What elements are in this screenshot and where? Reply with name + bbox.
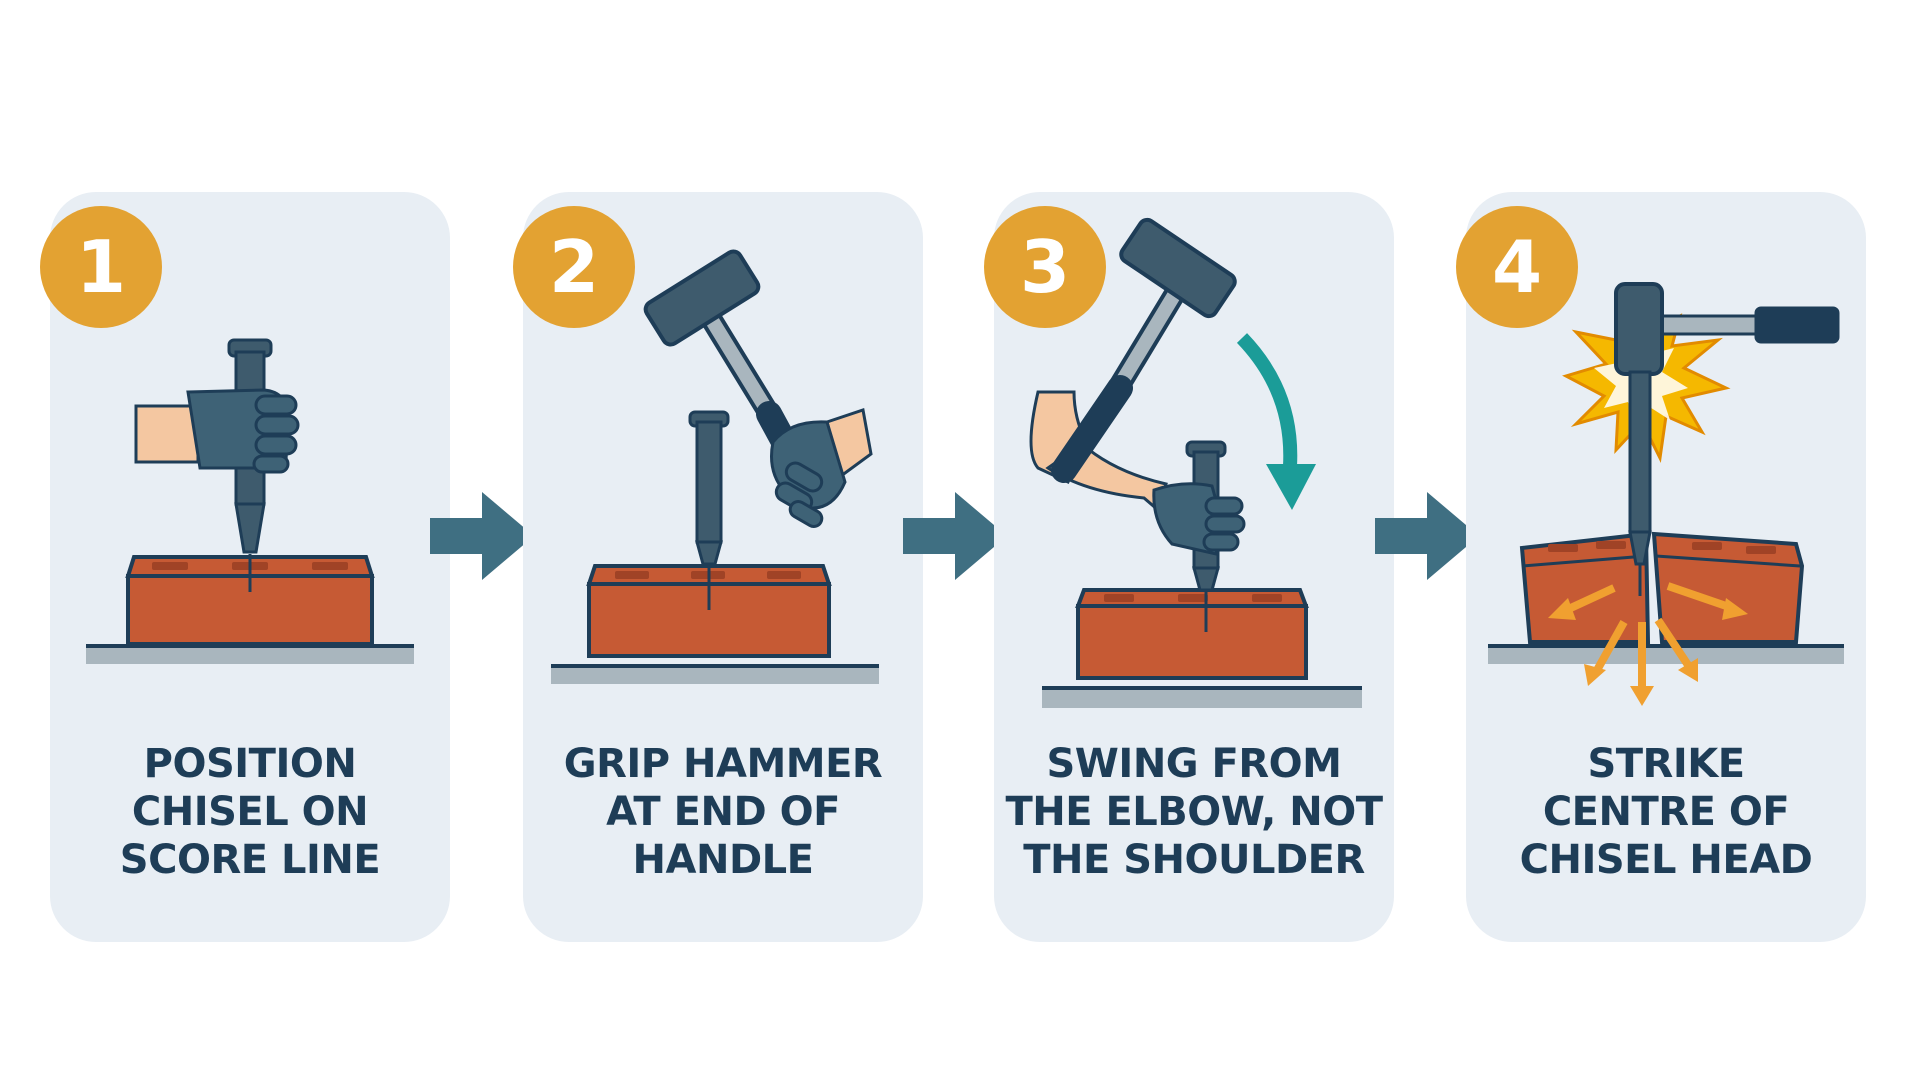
step-caption: GRIP HAMMER AT END OF HANDLE xyxy=(523,740,923,884)
ground-slab xyxy=(551,664,879,684)
step-card-3: 3 SWING FROM THE ELBOW, NOT THE SHOULDER xyxy=(984,192,1394,942)
step-3-illustration xyxy=(1029,217,1362,708)
step-number-badge: 4 xyxy=(1456,206,1578,328)
brick-icon xyxy=(586,564,832,658)
brick-icon xyxy=(1075,588,1309,680)
chisel-icon xyxy=(1628,370,1652,596)
caption-line: SWING FROM xyxy=(1046,741,1342,787)
step-number-badge: 3 xyxy=(984,206,1106,328)
caption-line: GRIP HAMMER xyxy=(563,741,883,787)
gloved-hand-icon xyxy=(1152,482,1246,556)
gloved-hand-icon xyxy=(134,388,300,474)
step-2-illustration xyxy=(551,249,879,684)
step-number-badge: 1 xyxy=(40,206,162,328)
step-card-1: 1 POSITION CHISEL ON SCORE LINE xyxy=(40,192,450,942)
hammer-icon xyxy=(1051,217,1237,483)
caption-line: CHISEL HEAD xyxy=(1519,837,1813,883)
caption-line: POSITION xyxy=(143,741,357,787)
step-number-badge: 2 xyxy=(513,206,635,328)
chisel-icon xyxy=(688,410,730,566)
caption-line: HANDLE xyxy=(632,837,814,883)
hammer-icon xyxy=(1614,282,1840,376)
step-caption: STRIKE CENTRE OF CHISEL HEAD xyxy=(1466,740,1866,884)
flow-arrow-icon xyxy=(430,492,534,580)
flow-arrow-icon xyxy=(1375,492,1479,580)
crack-force-arrows xyxy=(1548,582,1748,706)
caption-line: CENTRE OF xyxy=(1542,789,1790,835)
swing-arrow-icon xyxy=(1236,333,1316,510)
step-caption: POSITION CHISEL ON SCORE LINE xyxy=(50,740,450,884)
caption-line: SCORE LINE xyxy=(119,837,381,883)
caption-line: THE SHOULDER xyxy=(1023,837,1365,883)
caption-line: AT END OF xyxy=(606,789,840,835)
flow-arrow-icon xyxy=(903,492,1007,580)
ground-slab xyxy=(1488,644,1844,664)
step-1-illustration xyxy=(86,338,414,664)
ground-slab xyxy=(86,644,414,664)
step-caption: SWING FROM THE ELBOW, NOT THE SHOULDER xyxy=(994,740,1394,884)
caption-line: CHISEL ON xyxy=(131,789,369,835)
step-4-illustration xyxy=(1488,282,1844,706)
step-card-4: 4 STRIKE CENTRE OF CHISEL HEAD xyxy=(1456,192,1866,942)
ground-slab xyxy=(1042,686,1362,708)
caption-line: THE ELBOW, NOT xyxy=(1005,789,1383,835)
step-card-2: 2 GRIP HAMMER AT END OF HANDLE xyxy=(513,192,923,942)
caption-line: STRIKE xyxy=(1587,741,1745,787)
gloved-hand-icon xyxy=(770,408,873,528)
